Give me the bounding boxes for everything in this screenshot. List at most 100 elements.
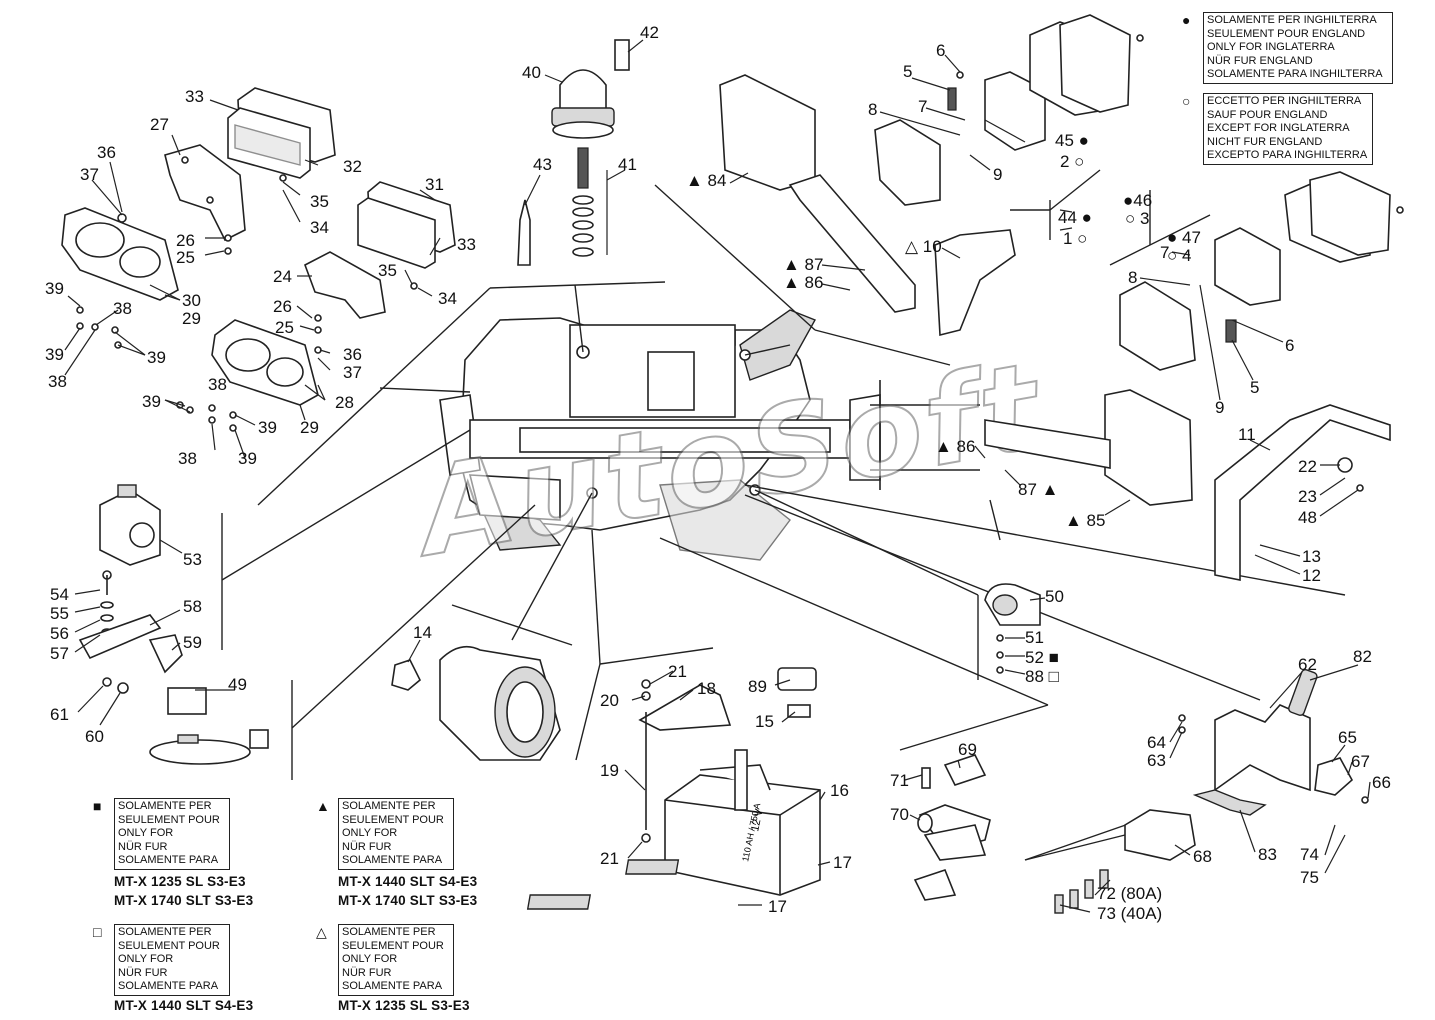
legend-line: SOLAMENTE PARA xyxy=(118,854,219,867)
battery-voltage: 12 V xyxy=(749,807,766,832)
callout-27: 27 xyxy=(150,115,169,134)
callout-25-lower: 25 xyxy=(275,318,294,337)
legend-model-line: MT-X 1440 SLT S4-E3 xyxy=(338,874,478,889)
callout-63: 63 xyxy=(1147,751,1166,770)
callout-29-lower: 29 xyxy=(300,418,319,437)
guide-lines xyxy=(221,169,1346,861)
legend-line: NÜR FUR xyxy=(118,966,168,979)
callout-37-upper: 37 xyxy=(80,165,99,184)
callout-60: 60 xyxy=(85,727,104,746)
callout-42: 42 xyxy=(640,23,659,42)
callout-18: 18 xyxy=(697,679,716,698)
legend-line: SOLAMENTE PARA xyxy=(342,854,443,867)
callout-39-c: 39 xyxy=(147,348,166,367)
callout-58: 58 xyxy=(183,597,202,616)
callout-53: 53 xyxy=(183,550,202,569)
callout-9-lower: 9 xyxy=(1215,398,1224,417)
horn-and-sensor-group xyxy=(78,484,269,765)
front-light-group xyxy=(61,87,456,432)
callout-84: ▲ 84 xyxy=(686,171,726,190)
legend-open-triangle-symbol: △ xyxy=(316,924,327,940)
callout-21-upper: 21 xyxy=(668,662,687,681)
legend-line: EXCEPTO PARA INGHILTERRA xyxy=(1207,149,1368,162)
callout-89: 89 xyxy=(748,677,767,696)
callout-38-b: 38 xyxy=(48,372,67,391)
callout-75: 75 xyxy=(1300,868,1319,887)
callout-24: 24 xyxy=(273,267,292,286)
callout-67: 67 xyxy=(1351,752,1370,771)
legend-filled-square: SOLAMENTE PER SEULEMENT POUR ONLY FOR NÜ… xyxy=(114,798,230,870)
callout-35-upper: 35 xyxy=(310,192,329,211)
callout-9-upper: 9 xyxy=(993,165,1002,184)
legend-line: ONLY FOR INGLATERRA xyxy=(1207,41,1335,54)
callout-35-lower: 35 xyxy=(378,261,397,280)
legend-line: SAUF POUR ENGLAND xyxy=(1207,108,1328,121)
callout-86-lower: ▲ 86 xyxy=(935,437,975,456)
callout-37-lower: 37 xyxy=(343,363,362,382)
callout-38-a: 38 xyxy=(113,299,132,318)
legend-line: SOLAMENTE PARA INGHILTERRA xyxy=(1207,68,1383,81)
callout-14: 14 xyxy=(413,623,432,642)
callout-5-upper: 5 xyxy=(903,62,912,81)
callout-47: ● 47 xyxy=(1167,228,1201,247)
callout-5-lower: 5 xyxy=(1250,378,1259,397)
legend-line: SEULEMENT POUR xyxy=(342,813,444,826)
legend-model-line: MT-X 1440 SLT S4-E3 xyxy=(114,998,254,1013)
callout-66: 66 xyxy=(1372,773,1391,792)
legend-line: SOLAMENTE PER INGHILTERRA xyxy=(1207,14,1377,26)
callout-17-bottom: 17 xyxy=(768,897,787,916)
legend-line: SOLAMENTE PER xyxy=(342,800,436,812)
arm-and-head-lights xyxy=(719,14,1404,581)
legend-line: SOLAMENTE PER xyxy=(342,926,436,938)
callout-44: 44 ● xyxy=(1058,208,1092,227)
callout-70: 70 xyxy=(890,805,909,824)
callout-73: 73 (40A) xyxy=(1097,904,1162,923)
callout-85: ▲ 85 xyxy=(1065,511,1105,530)
callout-17-right: 17 xyxy=(833,853,852,872)
legend-model-line: MT-X 1235 SL S3-E3 xyxy=(338,998,470,1013)
callout-64: 64 xyxy=(1147,733,1166,752)
legend-filled-triangle-symbol: ▲ xyxy=(316,798,330,814)
callout-8-lower: 8 xyxy=(1128,268,1137,287)
leader-lines xyxy=(64,39,1371,913)
callout-1: 1 ○ xyxy=(1063,229,1087,248)
callout-25-upper: 25 xyxy=(176,248,195,267)
legend-line: SEULEMENT POUR ENGLAND xyxy=(1207,27,1366,40)
callout-51: 51 xyxy=(1025,628,1044,647)
legend-filled-square-symbol: ■ xyxy=(93,798,102,814)
callout-20: 20 xyxy=(600,691,619,710)
callout-28: 28 xyxy=(335,393,354,412)
callout-29-upper: 29 xyxy=(182,309,201,328)
legend-line: SOLAMENTE PARA xyxy=(118,980,219,993)
legend-line: SEULEMENT POUR xyxy=(342,939,444,952)
callout-39-b: 39 xyxy=(45,345,64,364)
callout-15: 15 xyxy=(755,712,774,731)
callout-39-e: 39 xyxy=(258,418,277,437)
legend-line: SOLAMENTE PER xyxy=(118,800,212,812)
callout-59: 59 xyxy=(183,633,202,652)
callout-26-upper: 26 xyxy=(176,231,195,250)
legend-line: NICHT FUR ENGLAND xyxy=(1207,135,1323,148)
legend-open-circle-symbol: ○ xyxy=(1182,93,1191,109)
callout-7-lower: 7 xyxy=(1160,243,1169,262)
callout-87-lower: 87 ▲ xyxy=(1018,480,1058,499)
legend-line: NÜR FUR xyxy=(118,840,168,853)
callout-34-upper: 34 xyxy=(310,218,329,237)
part-callouts: 42 40 43 41 33 27 32 36 37 35 34 31 26 2… xyxy=(45,23,1391,923)
callout-41: 41 xyxy=(618,155,637,174)
callout-4: ○ 4 xyxy=(1167,246,1191,265)
callout-6-upper: 6 xyxy=(936,41,945,60)
legend-model-line: MT-X 1740 SLT S3-E3 xyxy=(114,893,254,908)
legend-model-line: MT-X 1235 SL S3-E3 xyxy=(114,874,246,889)
legend-line: EXCEPT FOR INGLATERRA xyxy=(1207,122,1350,135)
callout-87-upper: ▲ 87 xyxy=(783,255,823,274)
legend-line: NÜR FUR xyxy=(342,840,392,853)
callout-62: 62 xyxy=(1298,655,1317,674)
callout-48: 48 xyxy=(1298,508,1317,527)
callout-23: 23 xyxy=(1298,487,1317,506)
callout-88: 88 □ xyxy=(1025,667,1059,686)
callout-30: 30 xyxy=(182,291,201,310)
callout-34-lower: 34 xyxy=(438,289,457,308)
legend-line: SOLAMENTE PER xyxy=(118,926,212,938)
